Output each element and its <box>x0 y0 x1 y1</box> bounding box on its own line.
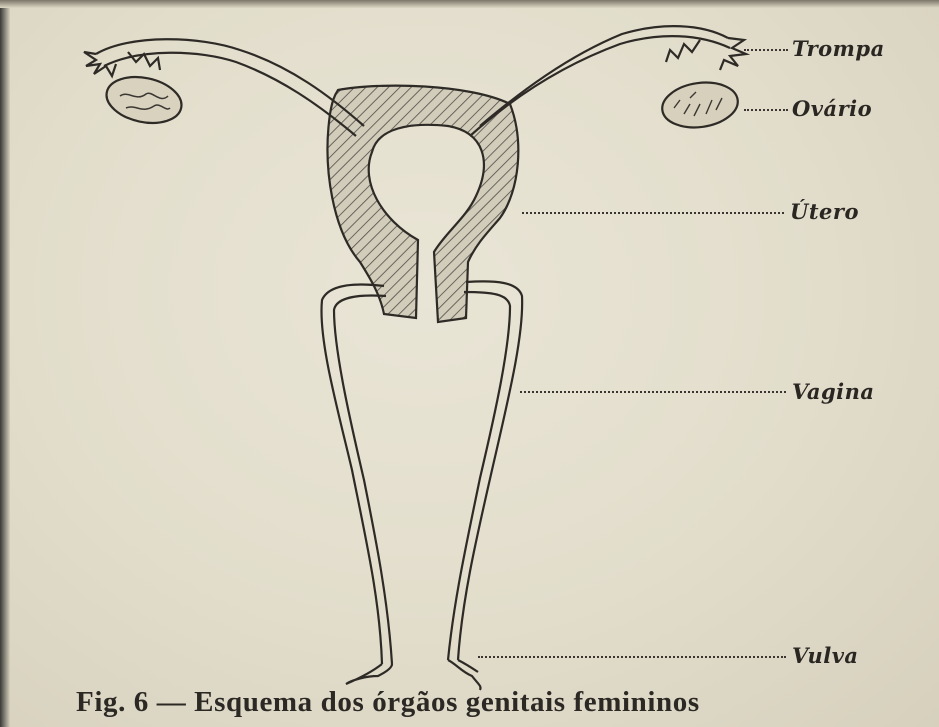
leader-line-ovario <box>744 109 788 111</box>
leader-line-vulva <box>478 656 786 658</box>
label-trompa: Trompa <box>792 36 885 61</box>
label-vagina: Vagina <box>792 379 875 404</box>
vagina <box>321 281 522 664</box>
figure-caption: Fig. 6 — Esquema dos órgãos genitais fem… <box>76 686 700 719</box>
uterus <box>328 86 519 322</box>
label-vulva: Vulva <box>792 643 859 668</box>
leader-line-utero <box>522 212 784 214</box>
leader-line-trompa <box>744 49 788 51</box>
label-ovario: Ovário <box>792 96 872 121</box>
label-utero: Útero <box>790 199 859 224</box>
leader-line-vagina <box>520 391 786 393</box>
